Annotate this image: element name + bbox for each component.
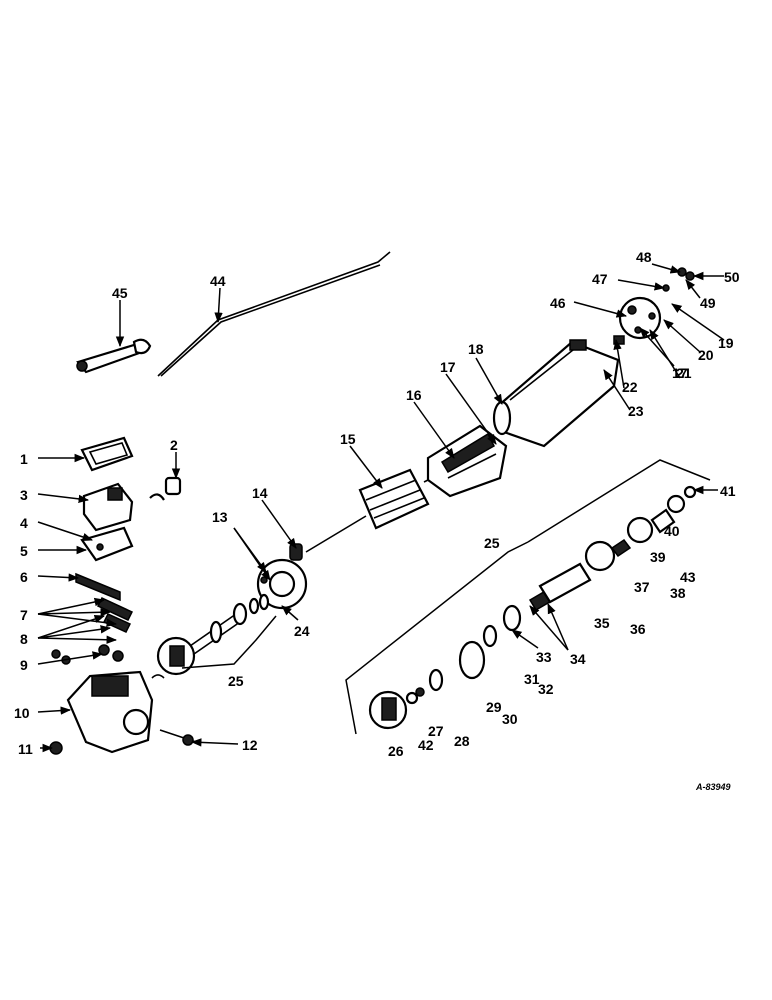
callout-label: 36 (630, 621, 646, 637)
snap-ring (151, 674, 165, 679)
callout-label: 23 (628, 403, 644, 419)
callout-label: 31 (524, 671, 540, 687)
callout-label: 29 (486, 699, 502, 715)
callout-label: 28 (454, 733, 470, 749)
end-head (613, 296, 662, 345)
callout-label: 32 (538, 681, 554, 697)
callout-label: 10 (14, 705, 30, 721)
callout-label: 39 (650, 549, 666, 565)
callout-label: 22 (622, 379, 638, 395)
callout-label: 30 (502, 711, 518, 727)
callout-label: 15 (340, 431, 356, 447)
callout-label: 17 (440, 359, 456, 375)
drawing-reference: A-83949 (695, 782, 731, 792)
callout-label: 42 (418, 737, 434, 753)
callout-label: 7 (20, 607, 28, 623)
callout-label: 11 (18, 741, 33, 757)
drive-pinion (156, 593, 270, 676)
callout-label: 43 (680, 569, 696, 585)
callout-label: 14 (252, 485, 268, 501)
callout-label: 6 (20, 569, 28, 585)
nut (51, 649, 61, 659)
callout-label: 3 (20, 487, 28, 503)
callout-label: 19 (718, 335, 734, 351)
callout-label: 38 (670, 585, 686, 601)
callout-label: 25 (228, 673, 244, 689)
switch-cover (82, 482, 134, 532)
mount-plate (80, 526, 134, 562)
callout-label: 21 (676, 365, 692, 381)
callout-label: 4 (20, 515, 28, 531)
callout-label: 35 (594, 615, 610, 631)
callout-label: 33 (536, 649, 552, 665)
drive-assembly-detail (368, 485, 697, 730)
callout-label: 37 (634, 579, 650, 595)
callout-label: 40 (664, 523, 680, 539)
gasket (80, 436, 134, 472)
callout-label: 5 (20, 543, 28, 559)
callout-label: 16 (406, 387, 422, 403)
callout-label: 2 (170, 437, 178, 453)
callout-label: 46 (550, 295, 566, 311)
armature (305, 468, 441, 553)
callout-label: 26 (388, 743, 404, 759)
callout-label: 1 (20, 451, 28, 467)
shift-lever (76, 338, 152, 374)
brush-spring (75, 572, 121, 602)
callout-label: 17 (672, 365, 688, 381)
callout-label: 45 (112, 285, 128, 301)
control-rod (157, 251, 391, 377)
callout-labels: 1 2 3 4 5 6 7 8 9 10 11 12 13 14 15 16 1… (14, 249, 740, 792)
callout-label: 41 (720, 483, 736, 499)
field-coil (426, 424, 508, 498)
callout-label: 25 (484, 535, 500, 551)
drive-housing (49, 670, 154, 755)
callout-label: 9 (20, 657, 28, 673)
callout-label: 47 (592, 271, 608, 287)
field-frame (492, 339, 620, 448)
callout-label: 18 (468, 341, 484, 357)
bushing (289, 543, 303, 561)
callout-label: 48 (636, 249, 652, 265)
leader-lines (37, 263, 725, 753)
callout-label: 27 (428, 723, 444, 739)
callout-label: 50 (724, 269, 740, 285)
terminal-plug (149, 476, 182, 501)
callout-label: 12 (242, 737, 258, 753)
callout-label: 13 (212, 509, 228, 525)
callout-label: 20 (698, 347, 714, 363)
callout-label: 49 (700, 295, 716, 311)
callout-label: 44 (210, 273, 226, 289)
callout-label: 24 (294, 623, 310, 639)
callout-label: 34 (570, 651, 586, 667)
callout-label: 8 (20, 631, 28, 647)
